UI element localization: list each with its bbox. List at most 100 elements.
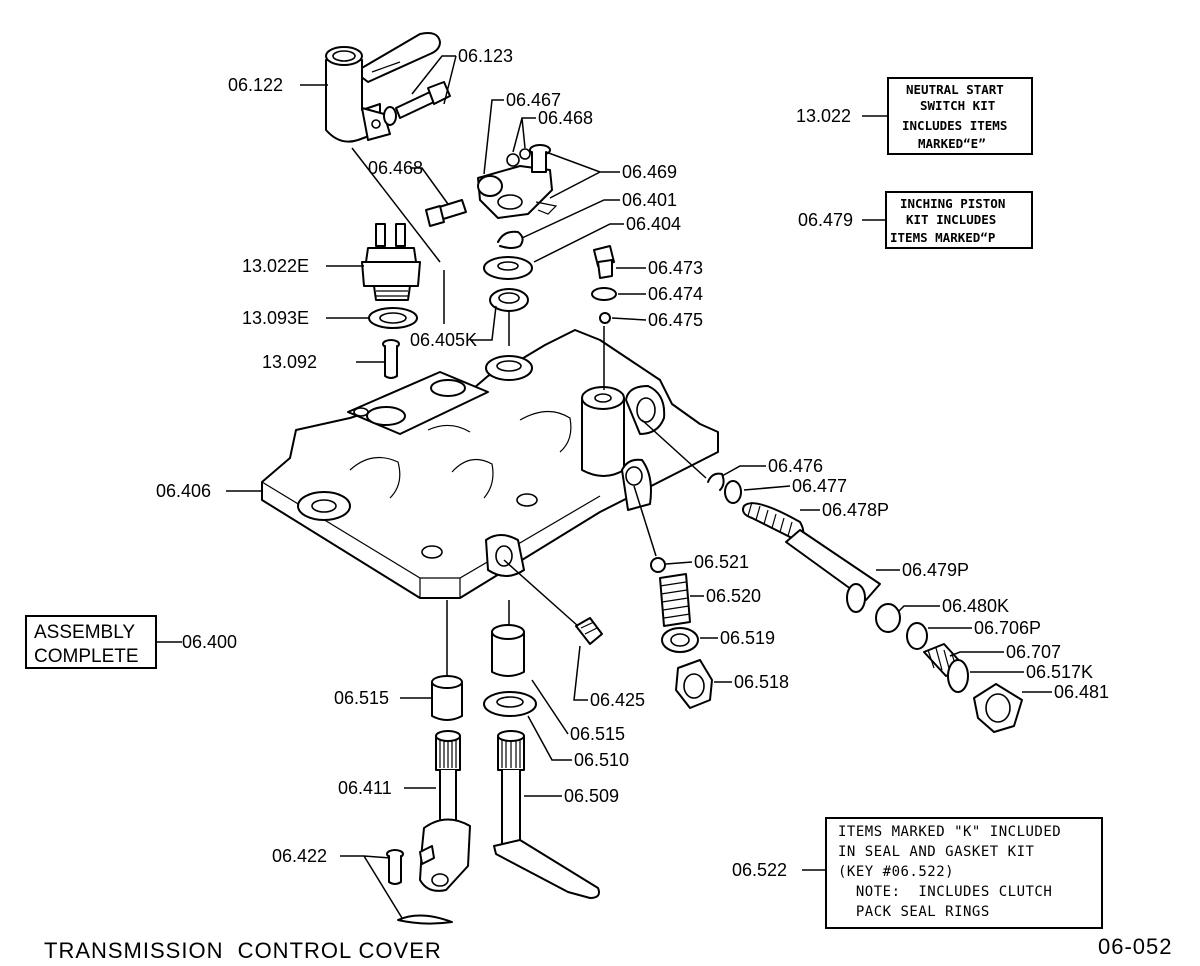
label-06706P: 06.706P: [974, 618, 1041, 638]
label-13022E: 13.022E: [242, 256, 309, 276]
label-06480K: 06.480K: [942, 596, 1009, 616]
note-neutral-line-1: NEUTRAL START: [906, 82, 1004, 97]
ring-part-06480K: [875, 603, 901, 633]
label-13093E: 13.093E: [242, 308, 309, 328]
label-06521: 06.521: [694, 552, 749, 572]
note-neutral-line-2: SWITCH KIT: [920, 98, 995, 113]
piston-part-06479P: [785, 529, 881, 613]
label-06405K: 06.405K: [410, 330, 477, 350]
label-06404: 06.404: [626, 214, 681, 234]
washer-part-06404: [483, 256, 533, 280]
washer-part-06519: [661, 627, 699, 653]
label-06510: 06.510: [574, 750, 629, 770]
bushing-part-06515-right: [491, 624, 525, 677]
shaft-part-06411: [419, 730, 471, 892]
plug-part-06518: [675, 659, 713, 709]
note-seal-line-3: (KEY #06.522): [838, 864, 954, 880]
label-06468-top: 06.468: [538, 108, 593, 128]
switch-part-13022E: [361, 223, 421, 301]
label-06477: 06.477: [792, 476, 847, 496]
label-06406: 06.406: [156, 481, 211, 501]
label-06401: 06.401: [622, 190, 677, 210]
note-seal-line-2: IN SEAL AND GASKET KIT: [838, 844, 1035, 860]
label-06475: 06.475: [648, 310, 703, 330]
page-code: 06-052: [1098, 934, 1173, 959]
clip-part-06401: [497, 230, 524, 249]
seal-part-06405K: [489, 288, 529, 312]
assembly-line-1: ASSEMBLY: [34, 622, 135, 643]
bracket-part-06467: [477, 165, 558, 219]
note-inching-line-1: INCHING PISTON: [900, 196, 1005, 211]
assembly-line-2: COMPLETE: [34, 646, 139, 667]
label-06474: 06.474: [648, 284, 703, 304]
label-06479: 06.479: [798, 210, 853, 230]
label-06476: 06.476: [768, 456, 823, 476]
label-06425: 06.425: [590, 690, 645, 710]
note-seal-line-1: ITEMS MARKED "K" INCLUDED: [838, 824, 1061, 840]
pin-part-06422: [386, 849, 404, 885]
cover-housing-06406: [261, 329, 719, 599]
label-06481: 06.481: [1054, 682, 1109, 702]
parts-drawing: [261, 32, 1023, 925]
label-06478P: 06.478P: [822, 500, 889, 520]
note-inching-line-2: KIT INCLUDES: [906, 212, 996, 227]
washer-part-06474: [591, 287, 617, 301]
ball-part-06521: [650, 557, 666, 573]
label-06479P: 06.479P: [902, 560, 969, 580]
note-inching-line-3: ITEMS MARKED“P: [890, 230, 995, 245]
note-seal-line-4: NOTE: INCLUDES CLUTCH: [838, 884, 1052, 900]
inching-piston-note: 06.479 INCHING PISTON KIT INCLUDES ITEMS…: [798, 191, 1033, 249]
part-labels: 06.122 06.123 06.467 06.468 06.468 06.46…: [156, 46, 1109, 866]
label-06422: 06.422: [272, 846, 327, 866]
bushing-part-06515-left: [431, 675, 463, 721]
ball-part-06475: [599, 312, 611, 324]
screw-part-06425: [575, 617, 603, 645]
note-neutral-line-4: MARKED“E”: [918, 136, 986, 151]
note-seal-line-5: PACK SEAL RINGS: [838, 904, 990, 920]
plug-part-06473: [593, 245, 615, 279]
washer-part-06477: [724, 480, 742, 504]
label-06520: 06.520: [706, 586, 761, 606]
assembly-box: ASSEMBLY COMPLETE 06.400: [25, 615, 237, 669]
seal-kit-note: 06.522 ITEMS MARKED "K" INCLUDED IN SEAL…: [732, 817, 1103, 929]
seal-part-06510: [483, 691, 537, 717]
leader-lines: [156, 55, 1052, 919]
label-06517K: 06.517K: [1026, 662, 1093, 682]
label-06515-right: 06.515: [570, 724, 625, 744]
spring-part-06520: [659, 573, 691, 627]
washer-part-06468: [519, 148, 531, 160]
label-06122: 06.122: [228, 75, 283, 95]
label-13022: 13.022: [796, 106, 851, 126]
label-06468: 06.468: [368, 158, 423, 178]
label-06469: 06.469: [622, 162, 677, 182]
label-06400: 06.400: [182, 632, 237, 652]
shaft-part-06509: [493, 730, 600, 899]
label-06411: 06.411: [338, 778, 392, 798]
label-06473: 06.473: [648, 258, 703, 278]
label-06515-left: 06.515: [334, 688, 389, 708]
note-neutral-line-3: INCLUDES ITEMS: [902, 118, 1007, 133]
label-06467: 06.467: [506, 90, 561, 110]
label-06518: 06.518: [734, 672, 789, 692]
snap-ring-part-06476: [707, 472, 725, 491]
lever-part-06122: [325, 32, 441, 143]
label-06707: 06.707: [1006, 642, 1061, 662]
washer-part-13093E: [368, 307, 418, 329]
label-13092: 13.092: [262, 352, 317, 372]
seal-part-06706P: [906, 622, 928, 650]
cotter-pin-part-06422: [397, 914, 453, 925]
label-06519: 06.519: [720, 628, 775, 648]
diagram-title: TRANSMISSION CONTROL COVER: [44, 938, 442, 963]
label-06509: 06.509: [564, 786, 619, 806]
pin-part-13092: [382, 339, 400, 379]
seal-part-06517K: [947, 659, 969, 693]
pin-part-06469: [529, 144, 551, 173]
nut-part-06468: [506, 153, 520, 167]
label-06522: 06.522: [732, 860, 787, 880]
plug-part-06481: [973, 683, 1023, 733]
label-06123: 06.123: [458, 46, 513, 66]
neutral-start-note: 13.022 NEUTRAL START SWITCH KIT INCLUDES…: [796, 77, 1033, 155]
bolt-part-06123: [383, 81, 451, 126]
bolt-part-06468: [425, 199, 467, 227]
